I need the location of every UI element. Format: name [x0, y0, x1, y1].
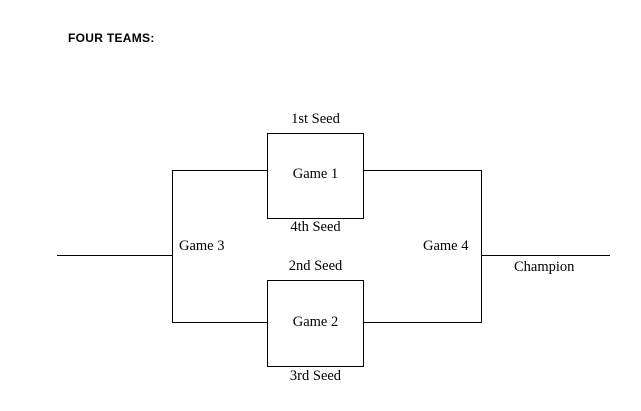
game-4-bracket-spine [481, 170, 482, 322]
game-4-bottom-arm [363, 322, 482, 323]
champion-line [481, 255, 610, 256]
game-2-box: Game 2 [267, 280, 364, 367]
seed-label-3rd: 3rd Seed [289, 368, 342, 384]
game-3-label: Game 3 [179, 238, 225, 254]
game-2-label: Game 2 [292, 314, 339, 330]
left-entry-line [57, 255, 172, 256]
page-title: FOUR TEAMS: [68, 31, 155, 45]
game-3-top-arm [172, 170, 268, 171]
seed-label-1st: 1st Seed [291, 111, 340, 127]
game-4-top-arm [363, 170, 482, 171]
champion-label: Champion [514, 259, 575, 275]
game-4-label: Game 4 [423, 238, 469, 254]
game-3-bracket-spine [172, 170, 173, 322]
game-3-bottom-arm [172, 322, 268, 323]
game-1-box: Game 1 [267, 133, 364, 219]
seed-label-4th: 4th Seed [290, 219, 341, 235]
game-1-label: Game 1 [292, 166, 339, 182]
seed-label-2nd: 2nd Seed [288, 258, 343, 274]
